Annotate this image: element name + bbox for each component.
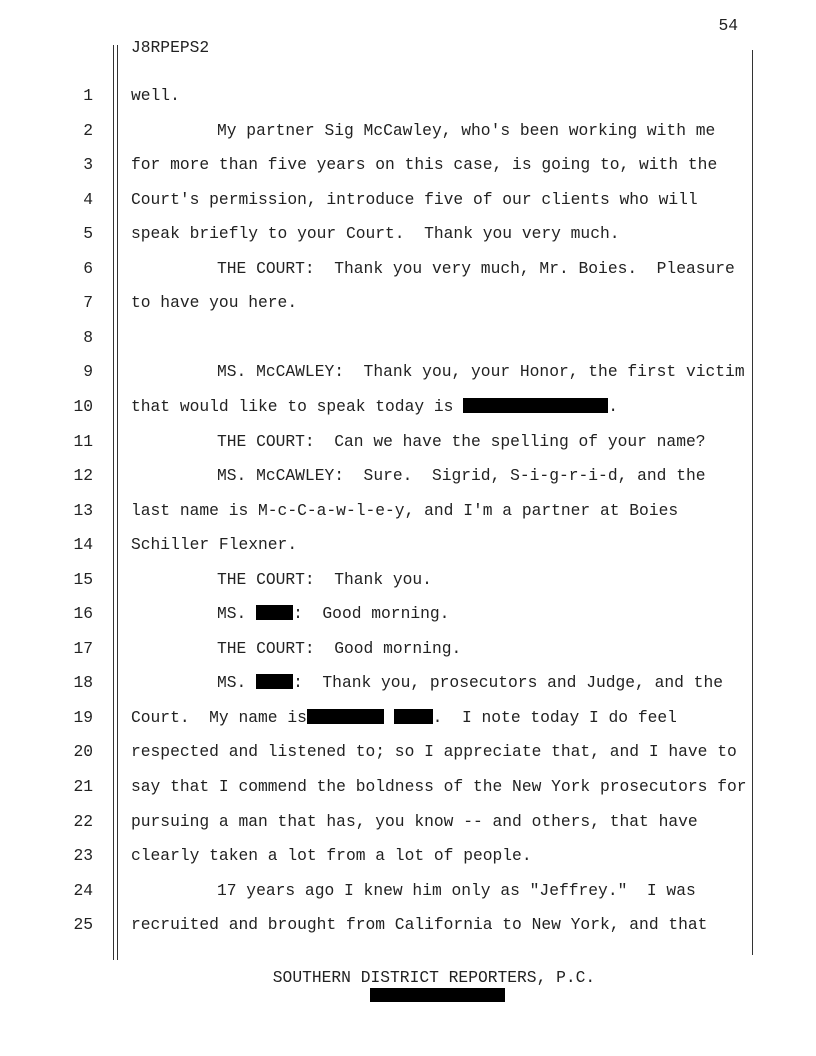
transcript-line: THE COURT: Can we have the spelling of y…: [217, 431, 706, 451]
right-margin-rule: [752, 50, 753, 955]
transcript-line: MS. : Good morning.: [131, 604, 449, 623]
line-text-after: . I note today I do feel: [432, 707, 677, 727]
transcript-line: last name is M-c-C-a-w-l-e-y, and I'm a …: [131, 500, 679, 520]
transcript-line: THE COURT: Thank you very much, Mr. Boie…: [217, 258, 735, 278]
transcript-line: Schiller Flexner.: [131, 535, 298, 555]
line-number: 23: [73, 846, 93, 866]
left-margin-rule-inner: [117, 45, 118, 960]
redaction-box: [370, 988, 505, 1002]
page-number: 54: [718, 16, 738, 35]
transcript-line: respected and listened to; so I apprecia…: [131, 742, 737, 762]
line-number: 21: [73, 777, 93, 796]
transcript-line: recruited and brought from California to…: [131, 915, 708, 935]
transcript-line: THE COURT: Thank you.: [217, 569, 432, 589]
line-number: 12: [73, 466, 93, 486]
line-text-before: that would like to speak today is: [131, 396, 464, 416]
line-number: 5: [83, 224, 93, 244]
line-number: 18: [73, 673, 93, 693]
transcript-line: Court's permission, introduce five of ou…: [131, 189, 698, 209]
line-number: 3: [83, 155, 93, 175]
transcript-line: speak briefly to your Court. Thank you v…: [131, 224, 620, 244]
transcript-line: Court. My name is . I note today I do fe…: [131, 708, 677, 727]
line-number: 9: [83, 362, 93, 382]
transcript-line: that would like to speak today is .: [131, 397, 618, 416]
redaction-box: [463, 397, 609, 413]
transcript-line: MS. McCAWLEY: Sure. Sigrid, S-i-g-r-i-d,…: [217, 466, 706, 486]
transcript-line: to have you here.: [131, 293, 298, 313]
line-number: 15: [73, 569, 93, 589]
transcript-line: THE COURT: Good morning.: [217, 638, 462, 658]
transcript-line: for more than five years on this case, i…: [131, 155, 718, 175]
transcript-line: pursuing a man that has, you know -- and…: [131, 811, 698, 831]
line-number: 14: [73, 535, 93, 555]
line-text-after: .: [608, 396, 618, 416]
line-number: 10: [73, 396, 93, 416]
line-number: 24: [73, 880, 93, 900]
redaction-box: [306, 708, 384, 724]
transcript-line: MS. : Thank you, prosecutors and Judge, …: [131, 673, 723, 692]
line-text-before: MS.: [217, 673, 257, 693]
line-number: 11: [73, 431, 93, 451]
left-margin-rule: [113, 45, 114, 960]
line-text-after: : Thank you, prosecutors and Judge, and …: [293, 673, 723, 693]
case-id-header: J8RPEPS2: [131, 38, 210, 57]
redaction-box: [256, 674, 294, 690]
transcript-line: well.: [131, 86, 180, 105]
line-number: 22: [73, 811, 93, 831]
line-text-after: : Good morning.: [293, 604, 450, 624]
line-number: 1: [83, 86, 93, 105]
line-number: 16: [73, 604, 93, 624]
transcript-line: MS. McCAWLEY: Thank you, your Honor, the…: [217, 362, 745, 382]
transcript-line: 17 years ago I knew him only as "Jeffrey…: [217, 880, 696, 900]
line-number: 13: [73, 500, 93, 520]
line-number: 20: [73, 742, 93, 762]
line-number: 17: [73, 638, 93, 658]
line-text-before: MS.: [217, 604, 257, 624]
redaction-box: [393, 708, 433, 724]
line-number: 8: [83, 327, 93, 347]
line-text-before: Court. My name is: [131, 707, 307, 727]
line-number: 19: [73, 707, 93, 727]
transcript-line: say that I commend the boldness of the N…: [131, 777, 747, 796]
redaction-box: [256, 605, 294, 621]
transcript-line: My partner Sig McCawley, who's been work…: [217, 120, 716, 140]
transcript-line: clearly taken a lot from a lot of people…: [131, 846, 532, 866]
line-number: 7: [83, 293, 93, 313]
footer-reporter: SOUTHERN DISTRICT REPORTERS, P.C.: [272, 968, 596, 987]
line-number: 6: [83, 258, 93, 278]
line-number: 2: [83, 120, 93, 140]
line-number: 25: [73, 915, 93, 935]
line-number: 4: [83, 189, 93, 209]
